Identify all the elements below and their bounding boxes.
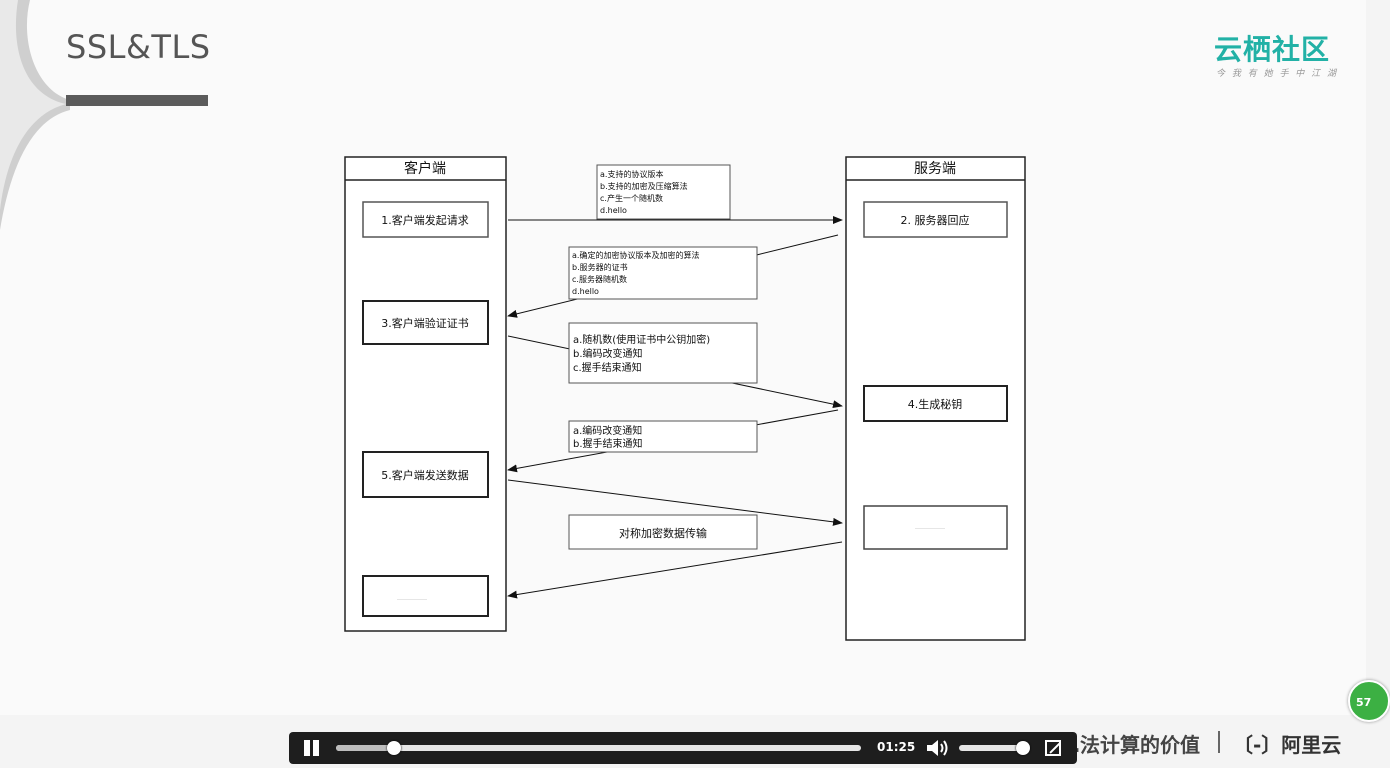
message-1-line-1: a.支持的协议版本 xyxy=(600,169,663,179)
message-box-client-key: a.随机数(使用证书中公钥加密) b.编码改变通知 c.握手结束通知 xyxy=(568,322,758,384)
server-step-2: 2. 服务器回应 xyxy=(863,201,1008,238)
message-3-line-2: b.编码改变通知 xyxy=(573,347,643,360)
arrow-server-data xyxy=(507,541,843,599)
message-arrows xyxy=(507,216,843,599)
client-step-1: 1.客户端发起请求 xyxy=(362,201,489,238)
client-step-ellipsis: …………… xyxy=(362,575,489,617)
message-box-server-finished: a.编码改变通知 b.握手结束通知 xyxy=(568,420,758,453)
message-box-client-hello: a.支持的协议版本 b.支持的加密及压缩算法 c.产生一个随机数 d.hello xyxy=(596,164,731,220)
message-1-line-2: b.支持的加密及压缩算法 xyxy=(600,181,688,191)
volume-handle[interactable] xyxy=(1016,741,1031,755)
slide-title: SSL&TLS xyxy=(66,28,211,66)
footer-divider xyxy=(1218,731,1220,753)
client-step-3-label: 3.客户端验证证书 xyxy=(381,316,469,330)
brand-logo: 云栖社区 xyxy=(1214,33,1331,66)
brand-tagline: 今 我 有 她 手 中 江 湖 xyxy=(1216,69,1339,79)
server-step-ellipsis: …………… xyxy=(863,505,1008,550)
playback-time: 01:25 xyxy=(877,740,916,754)
server-step-4: 4.生成秘钥 xyxy=(863,385,1008,422)
progress-handle[interactable] xyxy=(386,741,401,755)
message-2-line-3: c.服务器随机数 xyxy=(572,274,627,284)
message-2-line-4: d.hello xyxy=(572,287,599,296)
fullscreen-button[interactable] xyxy=(1045,740,1061,756)
floating-badge[interactable]: 57 xyxy=(1348,680,1390,722)
client-step-1-label: 1.客户端发起请求 xyxy=(381,213,469,227)
message-1-line-3: c.产生一个随机数 xyxy=(600,193,663,203)
client-step-3: 3.客户端验证证书 xyxy=(362,300,489,345)
message-box-server-hello: a.确定的加密协议版本及加密的算法 b.服务器的证书 c.服务器随机数 d.he… xyxy=(568,246,758,300)
title-underline xyxy=(66,95,208,106)
message-5-line-1: 对称加密数据传输 xyxy=(619,526,707,540)
message-2-line-2: b.服务器的证书 xyxy=(572,262,628,272)
server-step-4-label: 4.生成秘钥 xyxy=(908,397,963,411)
message-1-line-4: d.hello xyxy=(600,206,627,215)
server-step-ellipsis-label: …………… xyxy=(915,524,945,531)
message-2-line-1: a.确定的加密协议版本及加密的算法 xyxy=(572,250,699,260)
server-step-2-label: 2. 服务器回应 xyxy=(901,213,970,227)
server-header: 服务端 xyxy=(914,161,956,177)
aliyun-logo: 〔-〕阿里云 xyxy=(1233,733,1342,757)
volume-icon[interactable] xyxy=(925,738,949,758)
message-4-line-1: a.编码改变通知 xyxy=(573,424,642,437)
progress-fill xyxy=(336,745,394,751)
volume-slider[interactable] xyxy=(959,741,1031,755)
progress-bar[interactable] xyxy=(336,741,861,755)
message-3-line-1: a.随机数(使用证书中公钥加密) xyxy=(573,333,710,346)
video-player-controls: 01:25 xyxy=(289,732,1077,764)
ssl-handshake-diagram: 客户端 服务端 1.客户端发起请求 3.客户端验证证书 5.客户端发送数据 ……… xyxy=(344,156,1026,641)
message-4-line-2: b.握手结束通知 xyxy=(573,437,643,450)
client-header: 客户端 xyxy=(404,160,446,177)
arrow-client-data xyxy=(507,479,843,526)
message-3-line-3: c.握手结束通知 xyxy=(573,361,642,374)
message-box-symmetric-data: 对称加密数据传输 xyxy=(568,514,758,550)
floating-badge-count: 57 xyxy=(1356,696,1372,709)
client-step-5-label: 5.客户端发送数据 xyxy=(381,468,469,482)
client-step-5: 5.客户端发送数据 xyxy=(362,451,489,498)
pause-button[interactable] xyxy=(303,740,321,756)
client-step-ellipsis-label: …………… xyxy=(397,595,427,602)
slide-decoration-curve xyxy=(0,0,70,230)
